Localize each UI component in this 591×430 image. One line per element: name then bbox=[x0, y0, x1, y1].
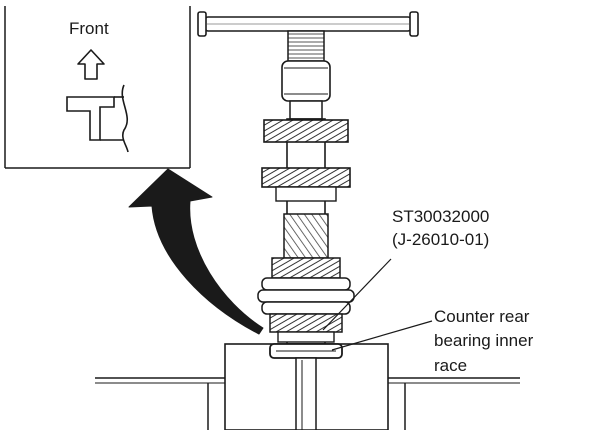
race-label-line3: race bbox=[434, 356, 468, 375]
lower-gear-cluster bbox=[257, 257, 355, 343]
curved-direction-arrow-icon bbox=[128, 168, 264, 335]
inset-frame bbox=[4, 6, 191, 169]
shaft-profile-sketch bbox=[66, 84, 129, 153]
shaft-lower-end bbox=[295, 357, 317, 430]
front-label: Front bbox=[69, 19, 109, 38]
race-leader-line bbox=[331, 320, 433, 351]
middle-gear bbox=[261, 167, 351, 202]
bearing-inner-race bbox=[269, 343, 343, 359]
up-outline-arrow-icon bbox=[77, 49, 105, 80]
tool-alt-number-label: (J-26010-01) bbox=[392, 230, 490, 249]
helical-gear-section bbox=[283, 213, 329, 259]
tool-number-label: ST30032000 bbox=[392, 207, 490, 226]
press-spindle bbox=[281, 30, 331, 120]
upper-gear bbox=[263, 119, 349, 143]
race-label-line1: Counter rear bbox=[434, 307, 530, 326]
press-handle bbox=[197, 11, 419, 37]
tool-leader-line bbox=[322, 258, 392, 331]
race-label-line2: bearing inner bbox=[434, 331, 534, 350]
